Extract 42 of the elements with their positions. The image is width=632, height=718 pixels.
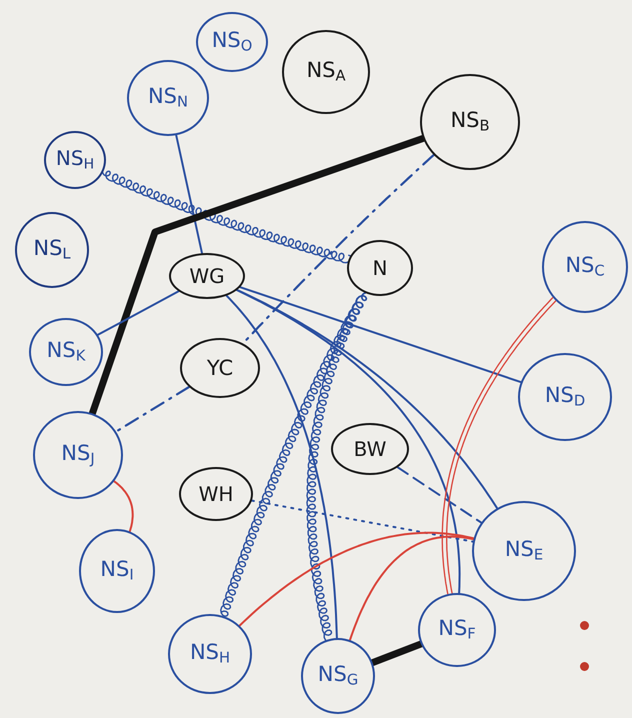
coiled-line	[220, 292, 367, 617]
connector-line	[236, 289, 498, 510]
dash-dot-line	[115, 386, 190, 433]
connector-line	[238, 532, 475, 627]
node-label: WG	[189, 266, 225, 286]
node-label: WH	[198, 484, 234, 504]
circle-node	[180, 338, 260, 398]
node-label: NS$_{B}$	[450, 110, 490, 134]
node-label: N	[372, 258, 388, 278]
node-label: NS$_{C}$	[565, 254, 605, 280]
connector-line	[96, 290, 180, 336]
connector-line	[226, 294, 338, 639]
connector-line	[175, 134, 203, 254]
circle-node	[331, 423, 409, 475]
node-label: NS$_{I}$	[100, 558, 134, 584]
node-label: NS$_{G}$	[318, 664, 358, 688]
connector-line	[239, 286, 522, 384]
node-label: NS$_{F}$	[438, 618, 476, 642]
dashed-line	[396, 466, 482, 524]
circle-node	[169, 253, 245, 299]
node-label: BW	[354, 439, 386, 459]
connector-line	[113, 480, 134, 532]
coiled-line	[102, 170, 352, 264]
thick-line	[369, 640, 424, 666]
thick-line	[88, 134, 426, 417]
connector-line	[236, 289, 461, 594]
node-label: NS$_{A}$	[306, 60, 346, 84]
connector-line	[349, 536, 474, 641]
double-line	[442, 297, 557, 595]
node-label: NS$_{E}$	[504, 538, 544, 564]
circle-node	[347, 240, 413, 296]
dotted-line	[250, 500, 474, 543]
node-label: NS$_{N}$	[148, 86, 188, 110]
node-label: NS$_{H}$	[56, 148, 94, 172]
node-label: NS$_{O}$	[212, 30, 252, 54]
node-label: NS$_{J}$	[61, 442, 95, 468]
circle-node	[179, 467, 253, 521]
node-label: YC	[206, 358, 234, 378]
node-label: NS$_{D}$	[544, 384, 586, 410]
node-label: NS$_{K}$	[46, 340, 86, 364]
node-label: NS$_{H}$	[190, 642, 230, 666]
node-label: NS$_{L}$	[33, 238, 71, 262]
